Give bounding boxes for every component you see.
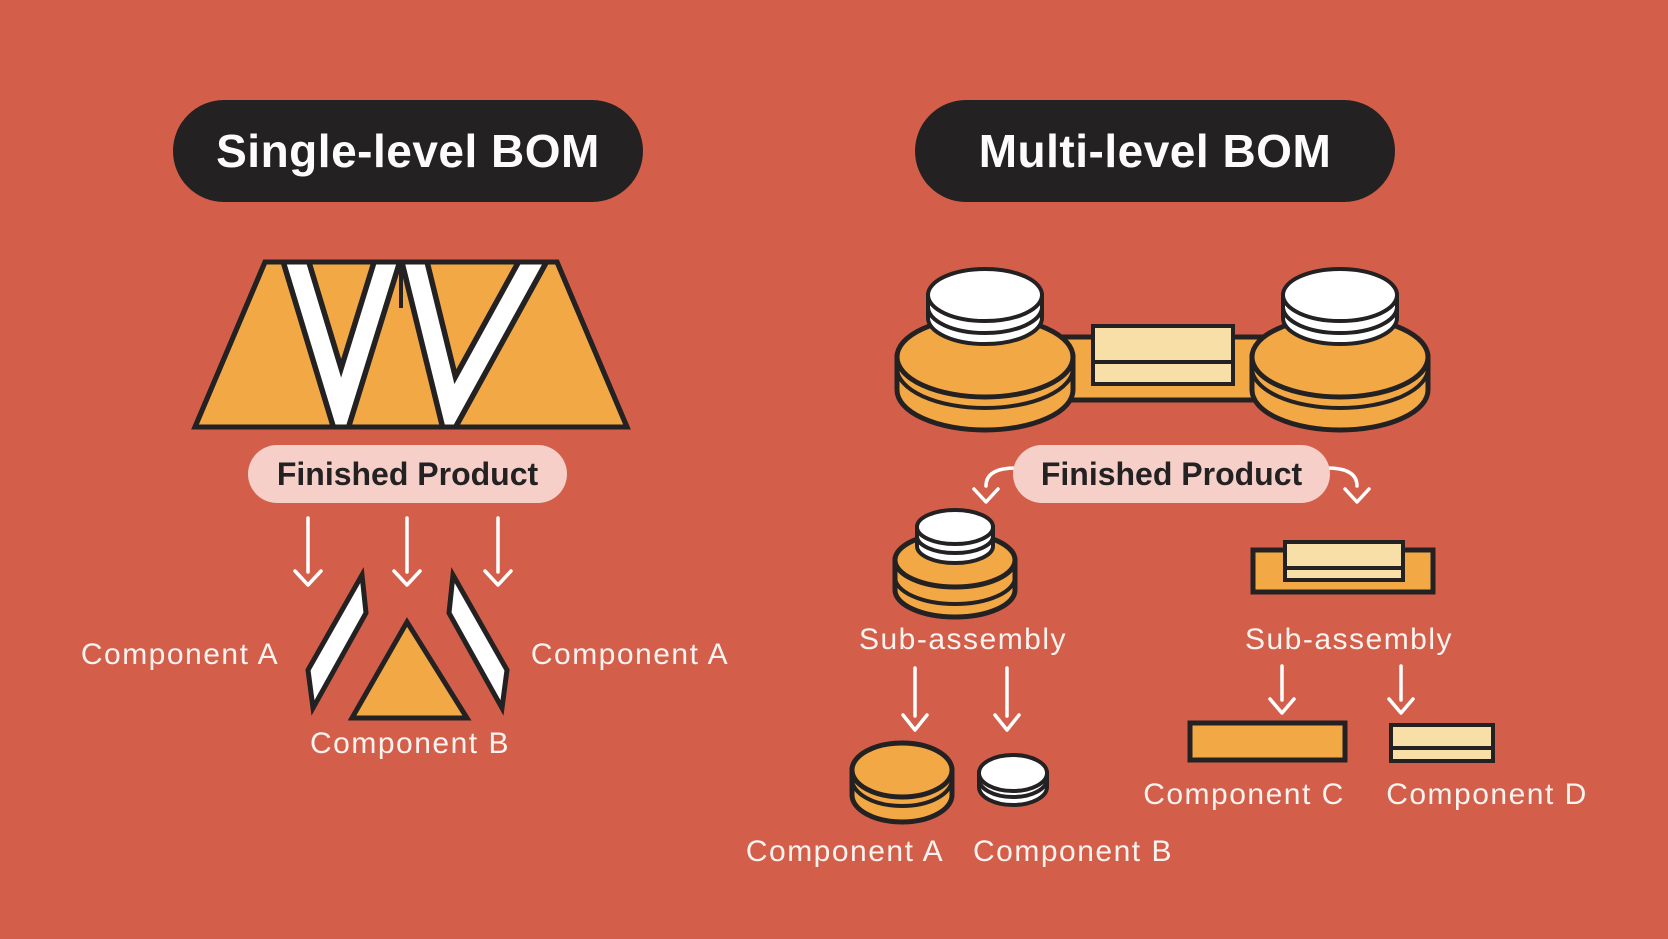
zigzag-folds xyxy=(278,262,552,427)
arrow-down-icon xyxy=(392,516,422,587)
zigzag-border xyxy=(191,259,631,430)
connector-cream-block xyxy=(1091,324,1235,386)
arrow-down-icon xyxy=(901,666,929,732)
sub-assembly-right-label: Sub-assembly xyxy=(1244,623,1454,656)
branch-arrow-right-icon xyxy=(1325,466,1371,504)
component-a-left-sliver-icon xyxy=(305,567,369,716)
component-c-bar-icon xyxy=(1187,720,1348,763)
dumbbell-finished-product-icon xyxy=(894,267,1431,433)
fold-white-band xyxy=(283,262,547,427)
component-b-triangle-icon xyxy=(347,617,472,721)
component-d-label: Component D xyxy=(1386,778,1588,811)
arrow-down-icon xyxy=(483,516,513,587)
component-a-disc-icon xyxy=(849,740,955,825)
component-b-label: Component B xyxy=(973,835,1173,868)
component-a-right-sliver-icon xyxy=(446,567,510,716)
multi-level-bom-title: Multi-level BOM xyxy=(915,100,1395,202)
left-disc-base xyxy=(894,267,1076,433)
sub-assembly-left-label: Sub-assembly xyxy=(858,623,1068,656)
branch-arrow-left-icon xyxy=(972,466,1018,504)
arrow-down-icon xyxy=(293,516,323,587)
right-disc-base xyxy=(1249,267,1431,433)
component-a-label: Component A xyxy=(745,835,945,868)
arrow-down-icon xyxy=(1268,664,1296,715)
component-a-right-label: Component A xyxy=(530,638,730,671)
finished-product-label-right: Finished Product xyxy=(1013,445,1330,503)
arrow-down-icon xyxy=(993,666,1021,732)
component-d-bar-icon xyxy=(1389,723,1495,763)
component-a-left-label: Component A xyxy=(80,638,280,671)
arrow-down-icon xyxy=(1387,664,1415,715)
component-b-label: Component B xyxy=(310,727,510,760)
zigzag-finished-product-icon xyxy=(191,259,631,430)
finished-product-label-left: Finished Product xyxy=(248,445,567,503)
component-c-label: Component C xyxy=(1143,778,1345,811)
sub-assembly-button-icon xyxy=(892,508,1018,620)
component-b-disc-icon xyxy=(977,753,1049,807)
sub-assembly-bar-icon xyxy=(1250,540,1436,595)
single-level-bom-title: Single-level BOM xyxy=(173,100,643,202)
